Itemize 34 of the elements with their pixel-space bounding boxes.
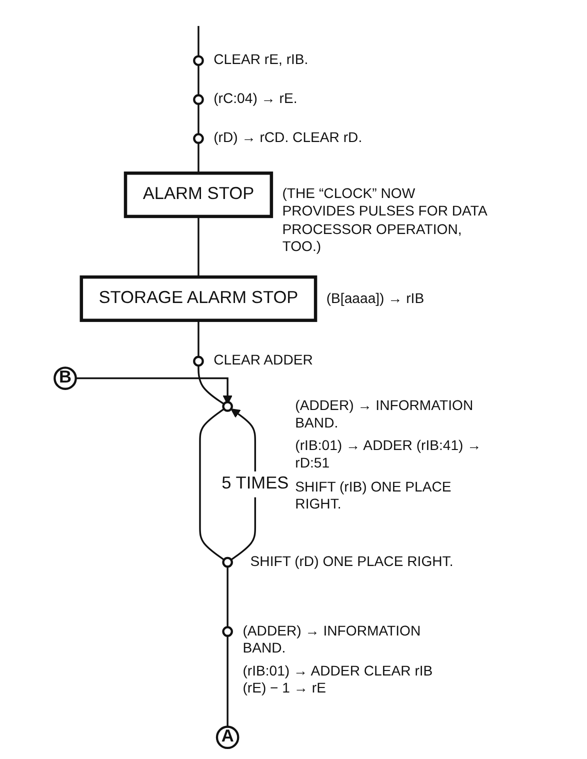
flow-line — [198, 104, 200, 134]
step-note: (ADDER) → INFORMATION BAND. — [295, 396, 474, 432]
connector-circle: A — [216, 726, 240, 750]
flow-line — [198, 216, 200, 278]
flow-line — [226, 566, 229, 628]
step-note: SHIFT (rIB) ONE PLACE RIGHT. — [295, 478, 452, 514]
step-circle — [222, 401, 234, 412]
step-circle — [193, 356, 204, 367]
step-circle — [222, 626, 234, 637]
step-note: (rIB:01) → ADDER (rIB:41) → rD:51 — [295, 437, 482, 472]
flow-line — [198, 64, 200, 96]
step-note: (B[aaaa]) → rIB — [326, 290, 426, 308]
step-note: (rD) → rCD. CLEAR rD. — [214, 128, 364, 146]
flow-line — [226, 636, 229, 727]
step-circle — [193, 133, 204, 144]
flow-line — [199, 408, 225, 560]
connector-circle: B — [54, 366, 78, 390]
process-box: ALARM STOP — [124, 172, 274, 218]
step-note: (THE “CLOCK” NOW PROVIDES PULSES FOR DATA PROCESSOR OPERATION, TOO.) — [282, 185, 488, 256]
step-note: (ADDER) → INFORMATION BAND. — [242, 622, 422, 657]
flow-line — [198, 366, 225, 405]
step-note: (rC:04) → rE. — [214, 90, 298, 108]
edge-label: 5 TIMES — [222, 471, 289, 498]
step-circle — [193, 55, 204, 66]
step-note: CLEAR rE, rIB. — [214, 50, 310, 68]
flow-line — [198, 142, 200, 174]
flow-line — [198, 26, 200, 56]
step-note: (rIB:01) → ADDER CLEAR rIB (rE) − 1 → rE — [242, 662, 434, 698]
process-box: STORAGE ALARM STOP — [80, 275, 318, 322]
step-circle — [193, 94, 204, 105]
step-note: CLEAR ADDER — [214, 351, 314, 369]
step-note: SHIFT (rD) ONE PLACE RIGHT. — [250, 552, 454, 570]
step-circle — [222, 556, 234, 568]
flow-line — [198, 320, 200, 357]
